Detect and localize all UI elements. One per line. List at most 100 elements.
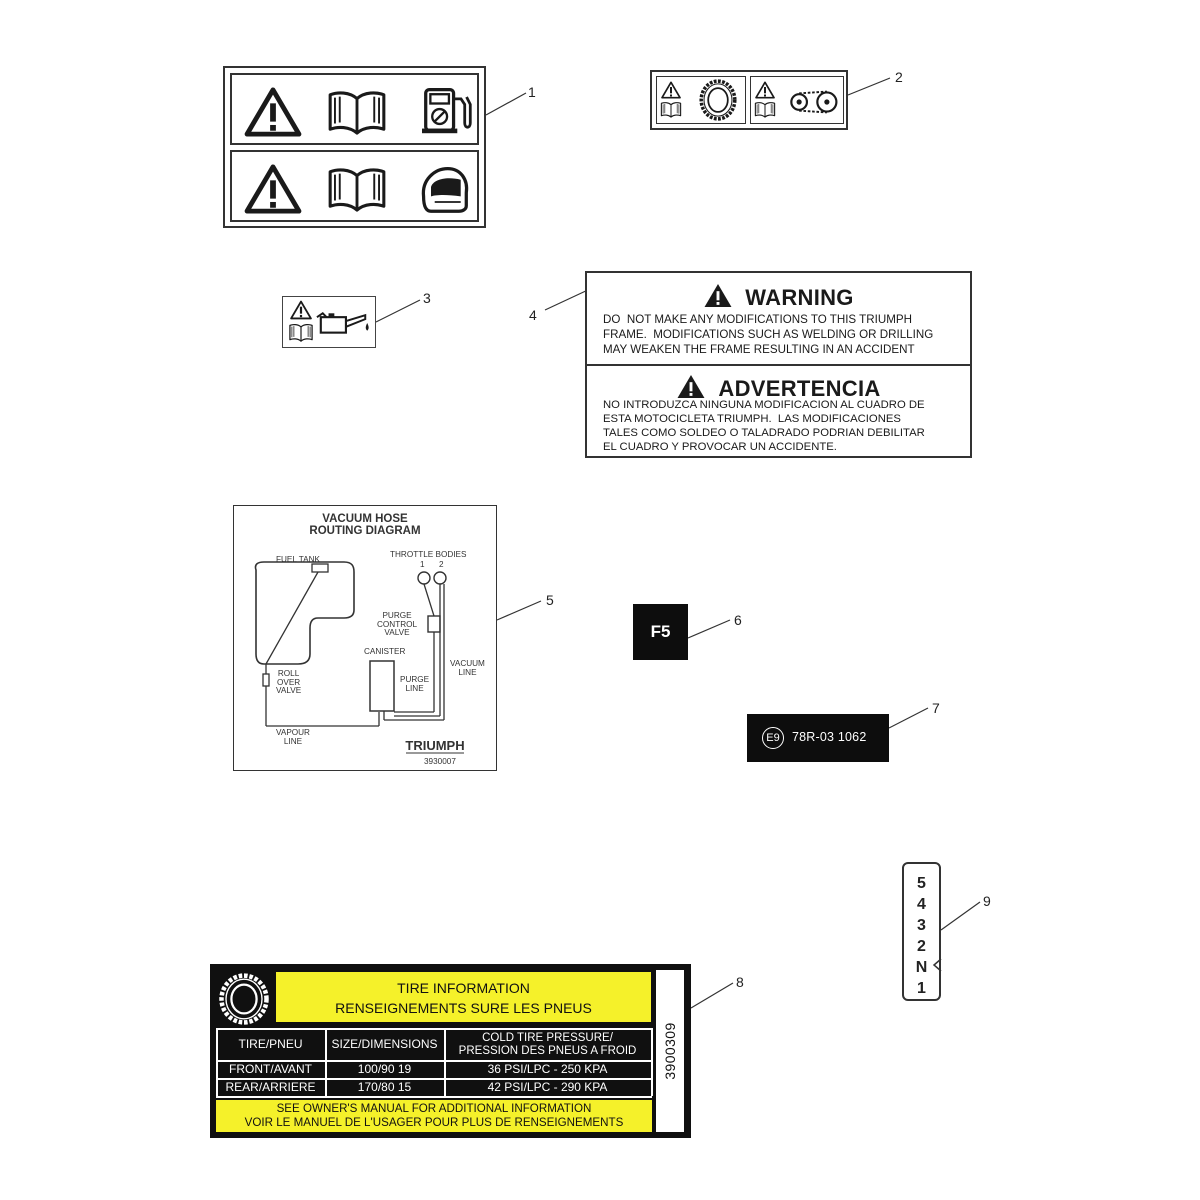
callout-6: 6 <box>734 612 742 628</box>
gear-4: 4 <box>917 896 926 913</box>
label-line: PURGE <box>400 675 430 684</box>
warning-icon <box>244 87 302 137</box>
label-1-row-fuel <box>230 73 479 145</box>
gear-n: N <box>915 959 928 976</box>
label-4-frame-warning: WARNING DO NOT MAKE ANY MODIFICATIONS TO… <box>585 271 972 458</box>
label-4-divider <box>587 364 970 366</box>
warning-heading: WARNING <box>587 283 970 311</box>
gear-1: 1 <box>917 980 926 997</box>
warning-icon <box>244 164 302 214</box>
table-line <box>444 1028 446 1096</box>
rear-tire-cell: REAR/ARRIERE <box>225 1080 316 1094</box>
advertencia-line: TALES COMO SOLDEO O TALADRADO PODRIAN DE… <box>603 427 925 439</box>
header-tire: TIRE/PNEU <box>238 1037 303 1051</box>
manual-book-icon <box>288 323 314 342</box>
canister-label: CANISTER <box>364 647 406 656</box>
roll-over-valve-label: ROLL OVER VALVE <box>276 669 302 696</box>
approval-code: 78R-03 1062 <box>792 730 867 744</box>
label-line: VAPOUR <box>276 728 310 737</box>
e-mark-circle: E9 <box>762 727 784 749</box>
label-line: LINE <box>405 683 424 693</box>
front-size-cell: 100/90 19 <box>357 1062 412 1076</box>
callout-8: 8 <box>736 974 744 990</box>
header-pressure-1: COLD TIRE PRESSURE/ <box>482 1032 613 1044</box>
advertencia-line: ESTA MOTOCICLETA TRIUMPH. LAS MODIFICACI… <box>603 413 901 425</box>
advertencia-title: ADVERTENCIA <box>718 376 881 401</box>
label-5-vacuum-hose-diagram: VACUUM HOSE ROUTING DIAGRAM TRIUMPH FUE <box>233 505 497 771</box>
table-line <box>216 1096 652 1098</box>
triumph-logo: TRIUMPH <box>405 738 464 753</box>
label-6-f5: F5 <box>633 604 688 660</box>
label-line: LINE <box>283 736 303 746</box>
table-line <box>216 1028 218 1096</box>
warning-icon <box>677 374 705 399</box>
label-line: OVER <box>276 677 301 687</box>
part-number-strip: 3900309 <box>656 970 684 1132</box>
manual-book-icon <box>326 166 388 212</box>
advertencia-line: NO INTRODUZCA NINGUNA MODIFICACION AL CU… <box>603 399 925 411</box>
warning-icon <box>704 283 732 308</box>
warning-line: DO NOT MAKE ANY MODIFICATIONS TO THIS TR… <box>603 313 912 326</box>
tire-info-title-2: RENSEIGNEMENTS SURE LES PNEUS <box>335 1000 592 1016</box>
label-8-tire-information: TIRE INFORMATION RENSEIGNEMENTS SURE LES… <box>210 964 691 1138</box>
rear-size-cell: 170/80 15 <box>357 1080 412 1094</box>
diagram-title-line-2: ROUTING DIAGRAM <box>309 525 421 537</box>
label-2-panel-tire <box>656 76 746 124</box>
table-line <box>651 1028 653 1096</box>
header-pressure-2: PRESSION DES PNEUS A FROID <box>458 1045 637 1057</box>
label-6-text: F5 <box>650 622 671 641</box>
throttle-body-2-label: 2 <box>439 560 444 569</box>
vapour-line-label: VAPOUR LINE <box>276 728 310 746</box>
throttle-body-1-label: 1 <box>420 560 425 569</box>
vacuum-line-label: VACUUM LINE <box>450 659 485 677</box>
fuel-pump-icon <box>422 85 474 135</box>
helmet-icon <box>418 164 470 214</box>
tire-icon <box>219 973 269 1025</box>
label-3-oil <box>282 296 376 348</box>
gear-list: 5 4 3 2 N 1 <box>904 873 939 999</box>
label-7-e-mark: E9 78R-03 1062 <box>747 714 889 762</box>
tire-info-title-box: TIRE INFORMATION RENSEIGNEMENTS SURE LES… <box>276 972 651 1022</box>
label-line: CONTROL <box>377 619 418 629</box>
gear-2: 2 <box>917 938 926 955</box>
warning-line: FRAME. MODIFICATIONS SUCH AS WELDING OR … <box>603 328 934 341</box>
callout-5: 5 <box>546 592 554 608</box>
warning-icon <box>755 81 775 99</box>
front-pressure-cell: 36 PSI/LPC - 250 KPA <box>487 1062 608 1076</box>
part-number: 3900309 <box>662 1022 678 1080</box>
warning-line: MAY WEAKEN THE FRAME RESULTING IN AN ACC… <box>603 343 915 356</box>
tire-icon <box>697 79 739 121</box>
label-line: VALVE <box>276 686 302 695</box>
diagram-part-number: 3930007 <box>424 757 456 766</box>
label-line: ROLL <box>277 669 300 678</box>
footer-line-1: SEE OWNER'S MANUAL FOR ADDITIONAL INFORM… <box>276 1102 592 1115</box>
front-tire-cell: FRONT/AVANT <box>229 1062 312 1076</box>
label-1-row-helmet <box>230 150 479 222</box>
chain-icon <box>787 89 839 115</box>
fuel-tank-label: FUEL TANK <box>276 555 320 564</box>
tire-info-title-1: TIRE INFORMATION <box>397 980 530 996</box>
purge-control-valve-label: PURGE CONTROL VALVE <box>377 611 418 638</box>
gear-3: 3 <box>917 917 926 934</box>
diagram-title-line-1: VACUUM HOSE <box>322 513 408 525</box>
warning-icon <box>661 81 681 99</box>
label-1-warning-icons <box>223 66 486 228</box>
tire-info-footer: SEE OWNER'S MANUAL FOR ADDITIONAL INFORM… <box>216 1100 652 1132</box>
warning-icon <box>290 300 312 320</box>
label-line: VACUUM <box>450 659 485 668</box>
callout-3: 3 <box>423 290 431 306</box>
callout-1: 1 <box>528 84 536 100</box>
table-line <box>325 1028 327 1096</box>
manual-book-icon <box>326 89 388 135</box>
warning-title: WARNING <box>745 285 854 310</box>
header-size: SIZE/DIMENSIONS <box>331 1037 438 1051</box>
warning-text: DO NOT MAKE ANY MODIFICATIONS TO THIS TR… <box>603 312 960 357</box>
gear-5: 5 <box>917 875 926 892</box>
table-line <box>216 1060 652 1062</box>
table-line <box>216 1028 652 1030</box>
hose-routing-drawing: TRIUMPH <box>254 561 465 754</box>
advertencia-line: EL CUADRO Y PROVOCAR UN ACCIDENTE. <box>603 441 837 453</box>
label-2-panel-chain <box>750 76 844 124</box>
neutral-pointer-icon <box>932 958 942 972</box>
rear-pressure-cell: 42 PSI/LPC - 290 KPA <box>487 1080 608 1094</box>
